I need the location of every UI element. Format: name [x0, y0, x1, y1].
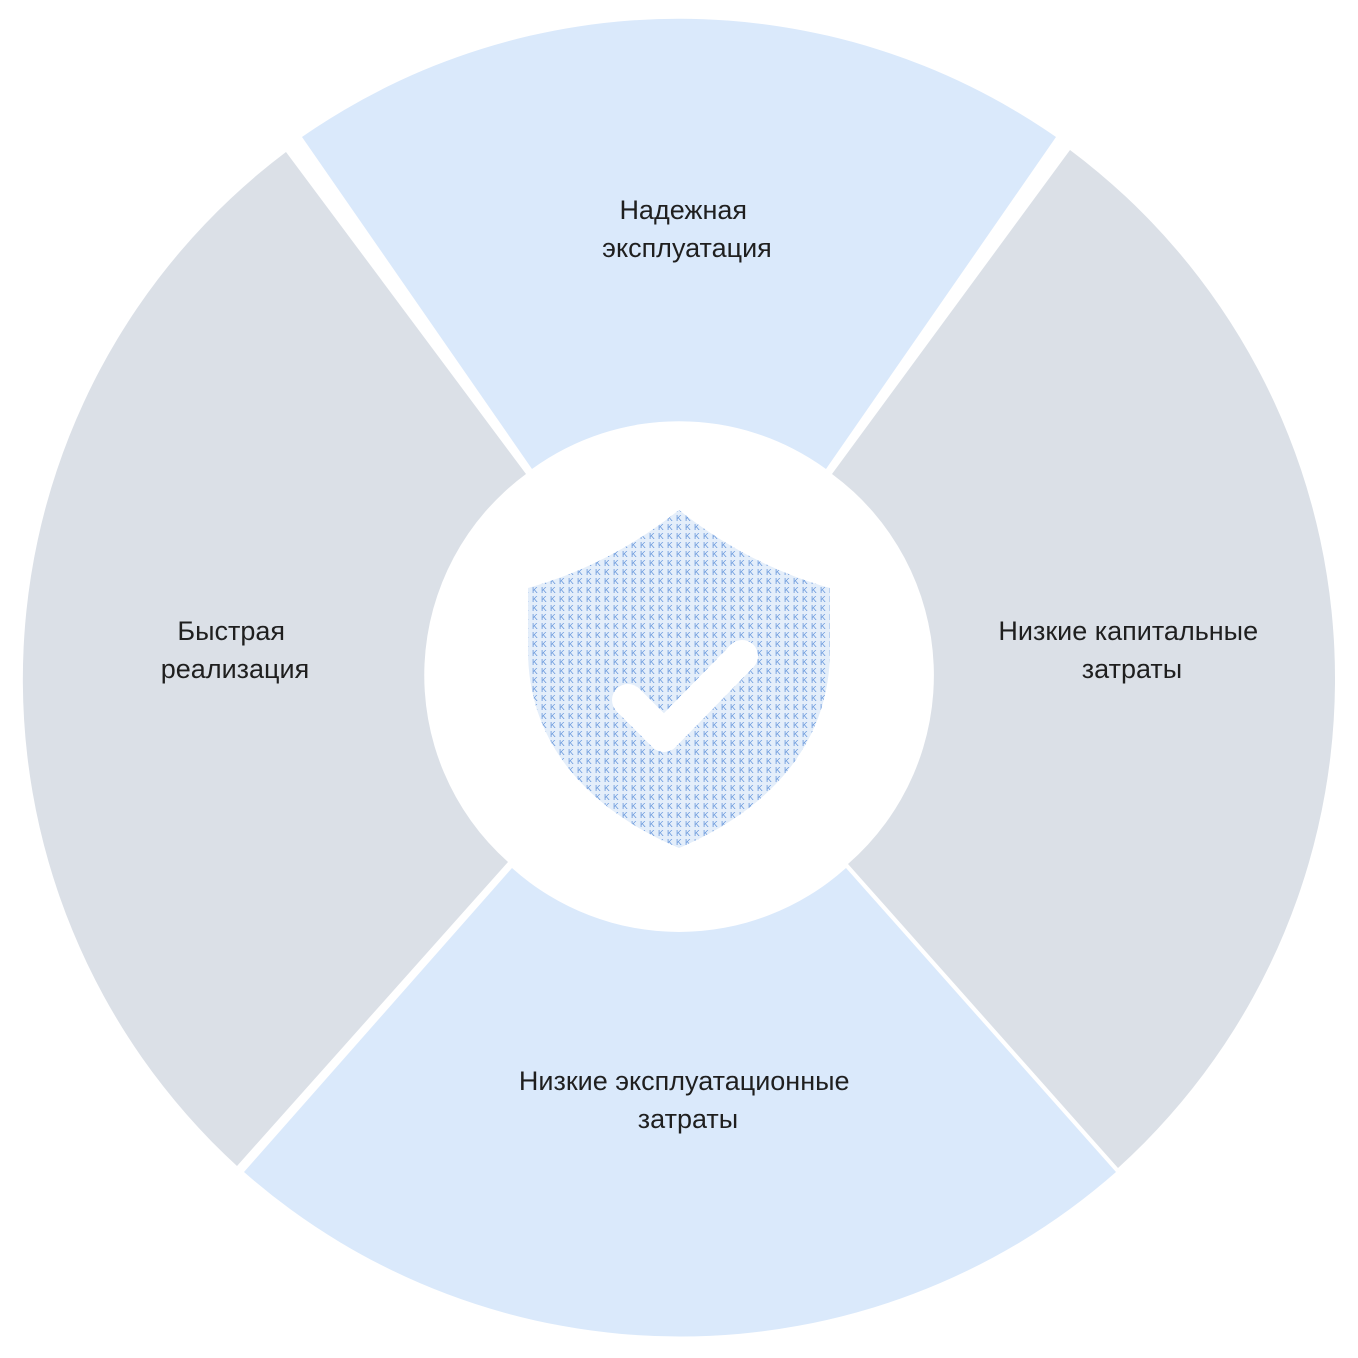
label-right: Низкие капитальные затраты: [998, 616, 1265, 684]
segment-right-low-capital-costs: [832, 150, 1336, 1168]
segment-left-fast-implementation: [22, 152, 527, 1166]
label-right-line2: затраты: [1082, 654, 1182, 684]
label-top: Надежная эксплуатация: [602, 195, 772, 263]
label-bottom-line2: затраты: [638, 1104, 738, 1134]
segment-bottom-low-operating-costs: [244, 868, 1116, 1337]
label-bottom: Низкие эксплуатационные затраты: [519, 1066, 857, 1134]
label-left: Быстрая реализация: [161, 616, 309, 684]
label-top-line2: эксплуатация: [602, 233, 772, 263]
label-bottom-line1: Низкие эксплуатационные: [519, 1066, 850, 1096]
label-left-line2: реализация: [161, 654, 309, 684]
label-right-line1: Низкие капитальные: [998, 616, 1258, 646]
label-left-line1: Быстрая: [177, 616, 285, 646]
checkmark-icon: [612, 640, 758, 752]
segment-top-reliable-operation: [302, 18, 1056, 470]
label-top-line1: Надежная: [619, 195, 747, 225]
